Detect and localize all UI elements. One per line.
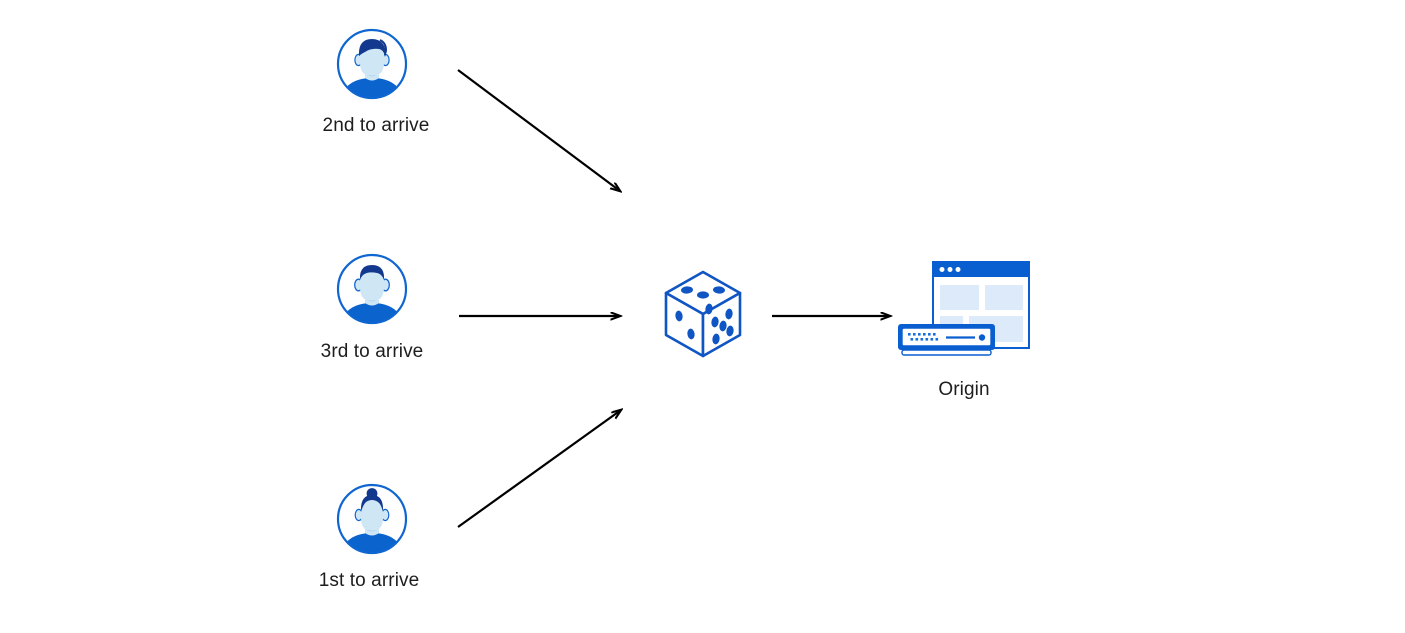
arrow-2nd-to-dice (457, 69, 620, 191)
dice-icon (664, 270, 742, 358)
node-client-2nd[interactable] (336, 28, 408, 100)
node-origin[interactable] (893, 258, 1033, 363)
user-avatar-icon (336, 483, 408, 555)
node-client-1st[interactable] (336, 483, 408, 555)
arrow-1st-to-dice (457, 410, 621, 528)
node-label-client-1st: 1st to arrive (318, 570, 420, 591)
router-device-icon (898, 324, 995, 356)
user-avatar-icon (336, 28, 408, 100)
origin-server-icon (898, 261, 1030, 356)
node-dice[interactable] (661, 269, 745, 359)
node-label-origin: Origin (938, 379, 990, 400)
node-label-client-2nd: 2nd to arrive (322, 115, 430, 136)
user-avatar-icon (336, 253, 408, 325)
node-client-3rd[interactable] (336, 253, 408, 325)
node-label-client-3rd: 3rd to arrive (320, 341, 424, 362)
